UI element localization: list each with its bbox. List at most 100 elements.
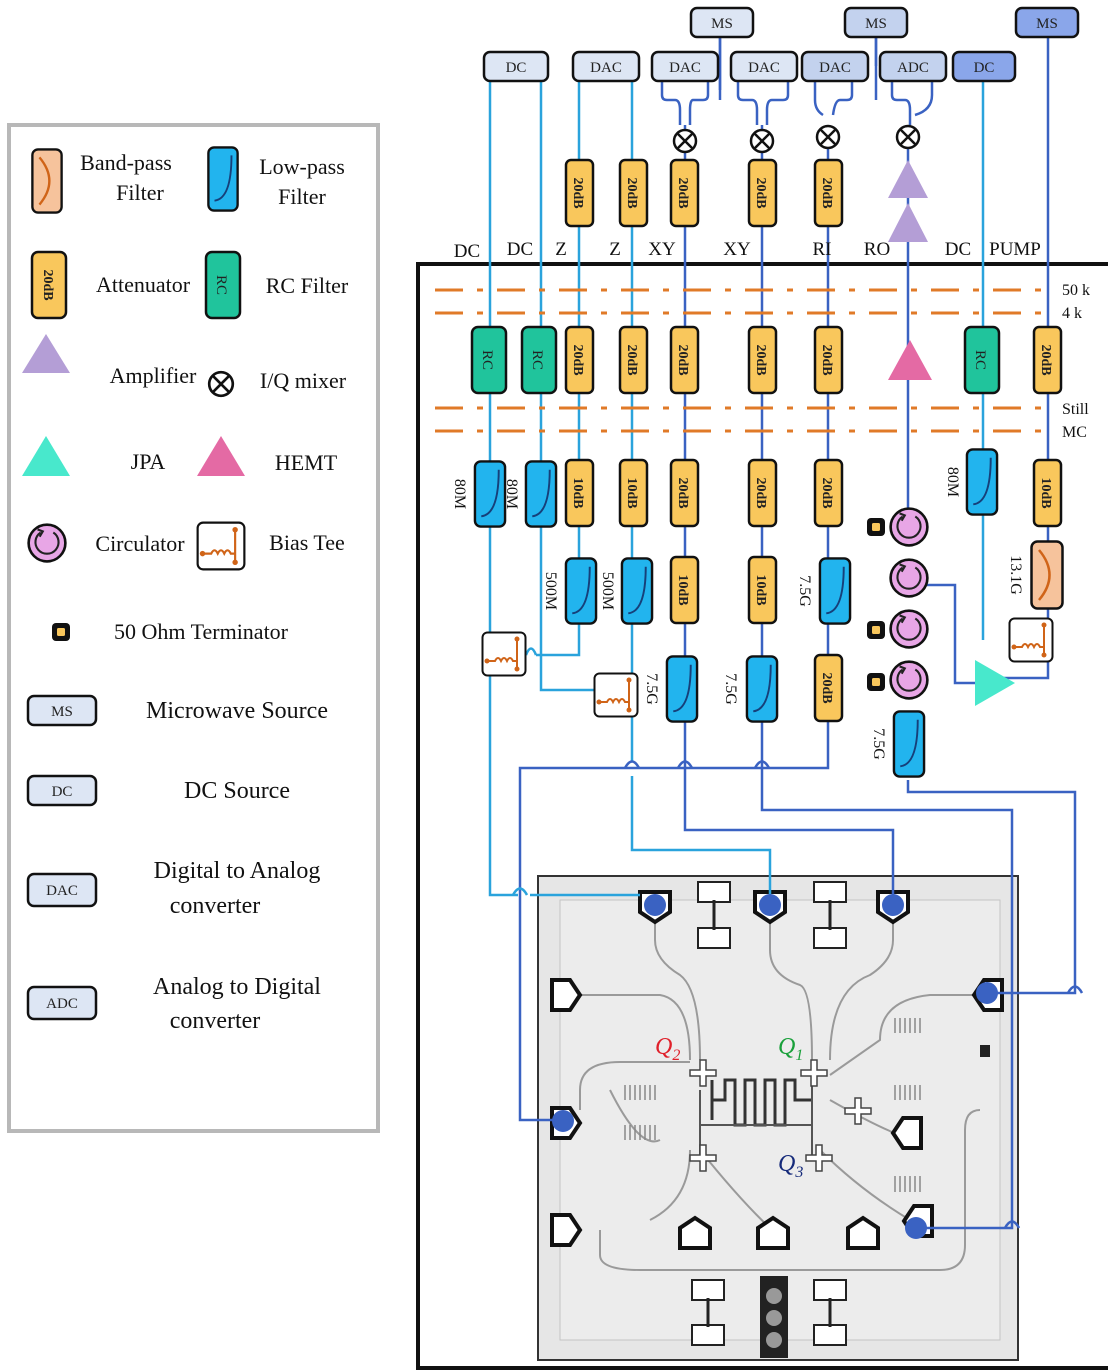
stage-label-mc: MC bbox=[1062, 424, 1087, 441]
attenuator-icon: 20dB bbox=[32, 252, 66, 318]
attenuator-xy1-mc-label: 20dB bbox=[675, 477, 690, 508]
legend-jpa-label: JPA bbox=[131, 449, 166, 474]
bias-tee-icon bbox=[198, 523, 245, 570]
terminator-icon bbox=[52, 623, 70, 641]
iq-mixer-icon bbox=[751, 130, 773, 152]
jpa-icon bbox=[975, 660, 1015, 706]
line-label-z-1: Z bbox=[555, 239, 567, 260]
legend-rc-label: RC Filter bbox=[266, 273, 349, 298]
dc-source-1-label: DC bbox=[506, 60, 527, 76]
legend-ms-label: Microwave Source bbox=[146, 698, 328, 724]
bias-tee-icon bbox=[1010, 619, 1053, 662]
ms-icon: MS bbox=[28, 696, 96, 725]
line-label-ri: RI bbox=[813, 239, 832, 260]
attenuator-z2-4k-label: 20dB bbox=[624, 344, 639, 375]
line-label-dc-3: DC bbox=[945, 239, 971, 260]
iq-mixer-icon bbox=[209, 372, 233, 396]
dac-source-1-label: DAC bbox=[590, 60, 622, 76]
attenuator-ri-rt-label: 20dB bbox=[819, 177, 834, 208]
legend-iq-mixer-label: I/Q mixer bbox=[260, 368, 347, 393]
low-pass-filter-icon bbox=[967, 449, 997, 514]
lpf-dc2-label: 80M bbox=[503, 479, 520, 509]
legend-adc-label-1: Analog to Digital bbox=[153, 974, 321, 1000]
attenuator-xy2-low-label: 10dB bbox=[753, 574, 768, 605]
dc-icon: DC bbox=[28, 776, 96, 805]
legend-dc-label: DC Source bbox=[184, 778, 290, 804]
rc-filter-dc1-label: RC bbox=[479, 350, 495, 370]
rc-filter-icon: RC bbox=[206, 252, 240, 318]
legend-low-pass-label-1: Low-pass bbox=[259, 154, 345, 179]
dac-source-3-label: DAC bbox=[748, 60, 780, 76]
terminator-icon bbox=[867, 621, 885, 639]
line-label-ro: RO bbox=[864, 239, 890, 260]
ms-source-1-label: MS bbox=[711, 16, 733, 32]
circulator-icon bbox=[891, 509, 928, 546]
ms-source-3-label: MS bbox=[1036, 16, 1058, 32]
attenuator-z1-rt-label: 20dB bbox=[570, 177, 585, 208]
chip bbox=[538, 876, 1018, 1360]
attenuator-pump-4k-label: 20dB bbox=[1038, 344, 1053, 375]
iq-mixer-icon bbox=[897, 126, 919, 148]
low-pass-filter-icon bbox=[667, 656, 697, 721]
low-pass-filter-icon bbox=[747, 656, 777, 721]
attenuator-xy1-low-label: 10dB bbox=[675, 574, 690, 605]
bias-tee-icon bbox=[595, 674, 638, 717]
legend-dac-label-1: Digital to Analog bbox=[154, 858, 321, 884]
lpf-z2-label: 500M bbox=[599, 572, 616, 610]
legend-terminator-label: 50 Ohm Terminator bbox=[114, 619, 289, 644]
legend-circulator-label: Circulator bbox=[95, 531, 185, 556]
attenuator-xy2-rt-label: 20dB bbox=[753, 177, 768, 208]
legend-dc-icon-text: DC bbox=[52, 784, 73, 800]
low-pass-filter-icon bbox=[208, 147, 237, 210]
rc-filter-dc2-label: RC bbox=[529, 350, 545, 370]
line-label-dc-2: DC bbox=[507, 239, 533, 260]
circulator-icon bbox=[891, 662, 928, 699]
legend-dac-icon-text: DAC bbox=[46, 883, 78, 899]
amplifier-icon bbox=[888, 203, 928, 242]
legend-attenuator-label: Attenuator bbox=[96, 272, 191, 297]
lpf-dc3-label: 80M bbox=[944, 467, 961, 497]
line-label-z-2: Z bbox=[609, 239, 621, 260]
line-label-dc-1: DC bbox=[454, 241, 480, 262]
attenuator-ri-low-label: 20dB bbox=[819, 672, 834, 703]
legend-adc-label-2: converter bbox=[170, 1008, 261, 1034]
attenuator-pump-mc-label: 10dB bbox=[1038, 477, 1053, 508]
lpf-ri-label: 7.5G bbox=[796, 575, 813, 607]
terminator-icon bbox=[867, 518, 885, 536]
rc-filter-dc3-label: RC bbox=[972, 350, 988, 370]
iq-mixers bbox=[674, 126, 919, 152]
legend-bias-tee-label: Bias Tee bbox=[269, 530, 345, 555]
legend-adc-icon-text: ADC bbox=[46, 996, 78, 1012]
legend: Band-pass Filter Low-pass Filter 20dB At… bbox=[9, 125, 378, 1131]
circulator-icon bbox=[29, 525, 66, 562]
legend-hemt-label: HEMT bbox=[275, 450, 338, 475]
lpf-xy1-label: 7.5G bbox=[643, 673, 660, 705]
attenuator-z1-4k-label: 20dB bbox=[570, 344, 585, 375]
attenuator-ri-mc-label: 20dB bbox=[819, 477, 834, 508]
low-pass-filter-icon bbox=[475, 461, 505, 526]
dac-source-4-label: DAC bbox=[819, 60, 851, 76]
iq-mixer-icon bbox=[674, 130, 696, 152]
attenuator-z1-mc-label: 10dB bbox=[570, 477, 585, 508]
legend-band-pass-label-1: Band-pass bbox=[80, 150, 172, 175]
amplifier-icon bbox=[888, 160, 928, 198]
adc-icon: ADC bbox=[28, 987, 96, 1019]
legend-band-pass-label-2: Filter bbox=[116, 180, 164, 205]
low-pass-filter-icon bbox=[526, 461, 556, 526]
stage-label-4k: 4 k bbox=[1062, 305, 1082, 322]
attenuator-xy1-4k-label: 20dB bbox=[675, 344, 690, 375]
line-label-xy-2: XY bbox=[723, 239, 751, 260]
attenuator-z2-mc-label: 10dB bbox=[624, 477, 639, 508]
dac-source-2-label: DAC bbox=[669, 60, 701, 76]
stage-label-still: Still bbox=[1062, 401, 1089, 418]
band-pass-filter-icon bbox=[32, 149, 61, 212]
stage-label-50k: 50 k bbox=[1062, 282, 1090, 299]
legend-dac-label-2: converter bbox=[170, 893, 261, 919]
band-pass-filter-icon bbox=[1032, 542, 1063, 609]
attenuator-xy1-rt-label: 20dB bbox=[675, 177, 690, 208]
lpf-z1-label: 500M bbox=[542, 572, 559, 610]
circulator-icon bbox=[891, 560, 928, 597]
dc-source-2-label: DC bbox=[974, 60, 995, 76]
hemt-icon bbox=[888, 340, 932, 380]
